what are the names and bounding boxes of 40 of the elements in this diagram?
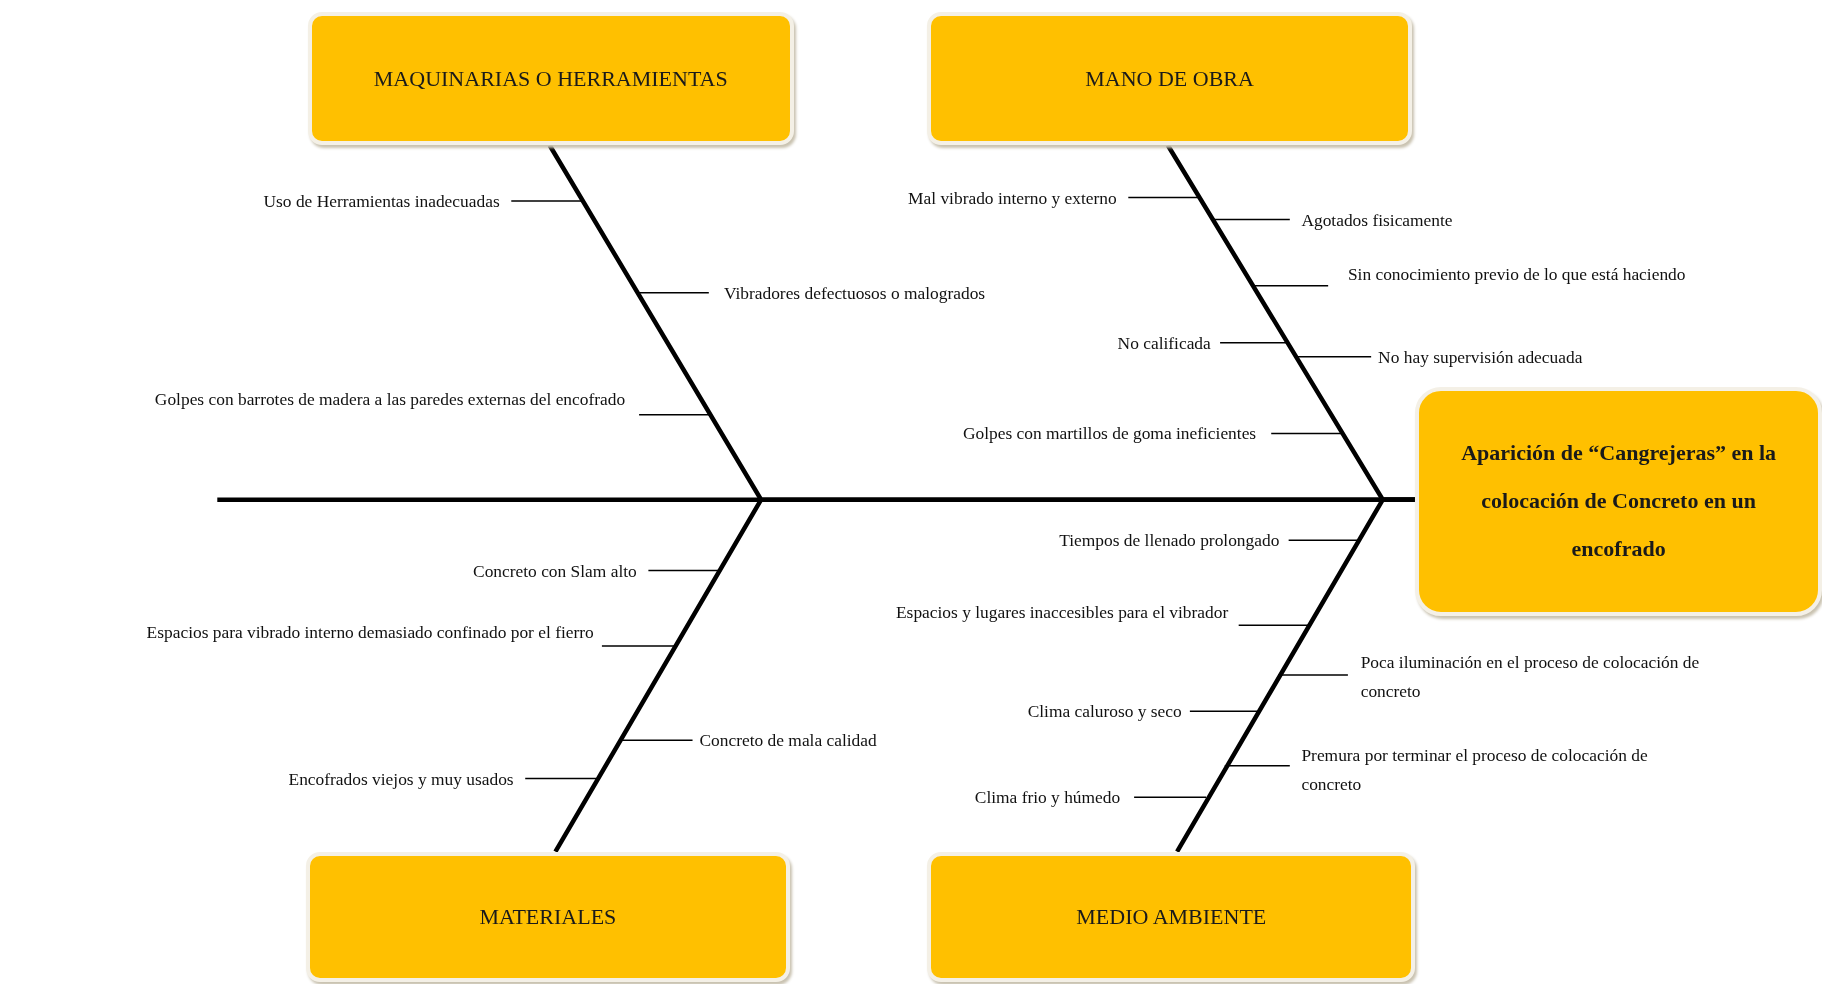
leader-line [1287, 539, 1360, 542]
leader-line [1270, 432, 1343, 435]
leader-line [601, 645, 676, 647]
leader-line [1127, 196, 1200, 199]
cause-text: Golpes con barrotes de madera a las paredes externas del encofrado [0, 384, 626, 414]
leader-line [1212, 218, 1291, 221]
cause-text: Agotados fisicamente [1301, 205, 1453, 235]
cause-text: Golpes con martillos de goma ineficientes [962, 419, 1257, 449]
cause-text: No calificada [1117, 328, 1211, 358]
leader-line [638, 414, 711, 416]
cause-text: Espacios para vibrado interno demasiado confinado por el fierro [134, 618, 594, 648]
cause-text: Tiempos de llenado prolongado [1059, 526, 1280, 556]
cause-text: Clima caluroso y seco [1027, 697, 1182, 727]
category-box: MAQUINARIAS O HERRAMIENTAS [307, 11, 794, 146]
category-box: MATERIALES [305, 851, 791, 982]
leader-line [637, 292, 710, 294]
cause-text: Poca iluminación en el proceso de colocación de concreto [1360, 648, 1745, 707]
leader-line [1224, 765, 1291, 767]
leader-line [524, 777, 597, 780]
effect-box: Aparición de “Cangrejeras” en la colocación de Concreto en un encofrado [1415, 386, 1822, 616]
bone-line [1175, 497, 1416, 853]
cause-text: Vibradores defectuosos o malogrados [723, 278, 986, 308]
cause-text: Espacios y lugares inaccesibles para el vibrador [798, 598, 1229, 628]
leader-line [647, 569, 720, 572]
leader-line [1237, 624, 1310, 626]
cause-text: Encofrados viejos y muy usados [288, 764, 514, 794]
leader-line [1219, 342, 1289, 344]
cause-text: Mal vibrado interno y externo [908, 183, 1117, 213]
cause-text: Concreto con Slam alto [473, 556, 637, 586]
cause-text: No hay supervisión adecuada [1378, 342, 1583, 372]
leader-line [1277, 674, 1349, 676]
cause-text: Clima frio y húmedo [974, 783, 1121, 813]
cause-text: Sin conocimiento previo de lo que está haciendo [1347, 260, 1784, 290]
cause-text: Concreto de mala calidad [699, 726, 877, 756]
cause-text: Premura por terminar el proceso de colocación de concreto [1301, 741, 1697, 800]
leader-line [1189, 710, 1258, 712]
leader-line [1133, 796, 1207, 798]
category-box: MEDIO AMBIENTE [927, 851, 1416, 982]
cause-text: Uso de Herramientas inadecuadas [263, 187, 500, 217]
category-box: MANO DE OBRA [927, 11, 1412, 146]
